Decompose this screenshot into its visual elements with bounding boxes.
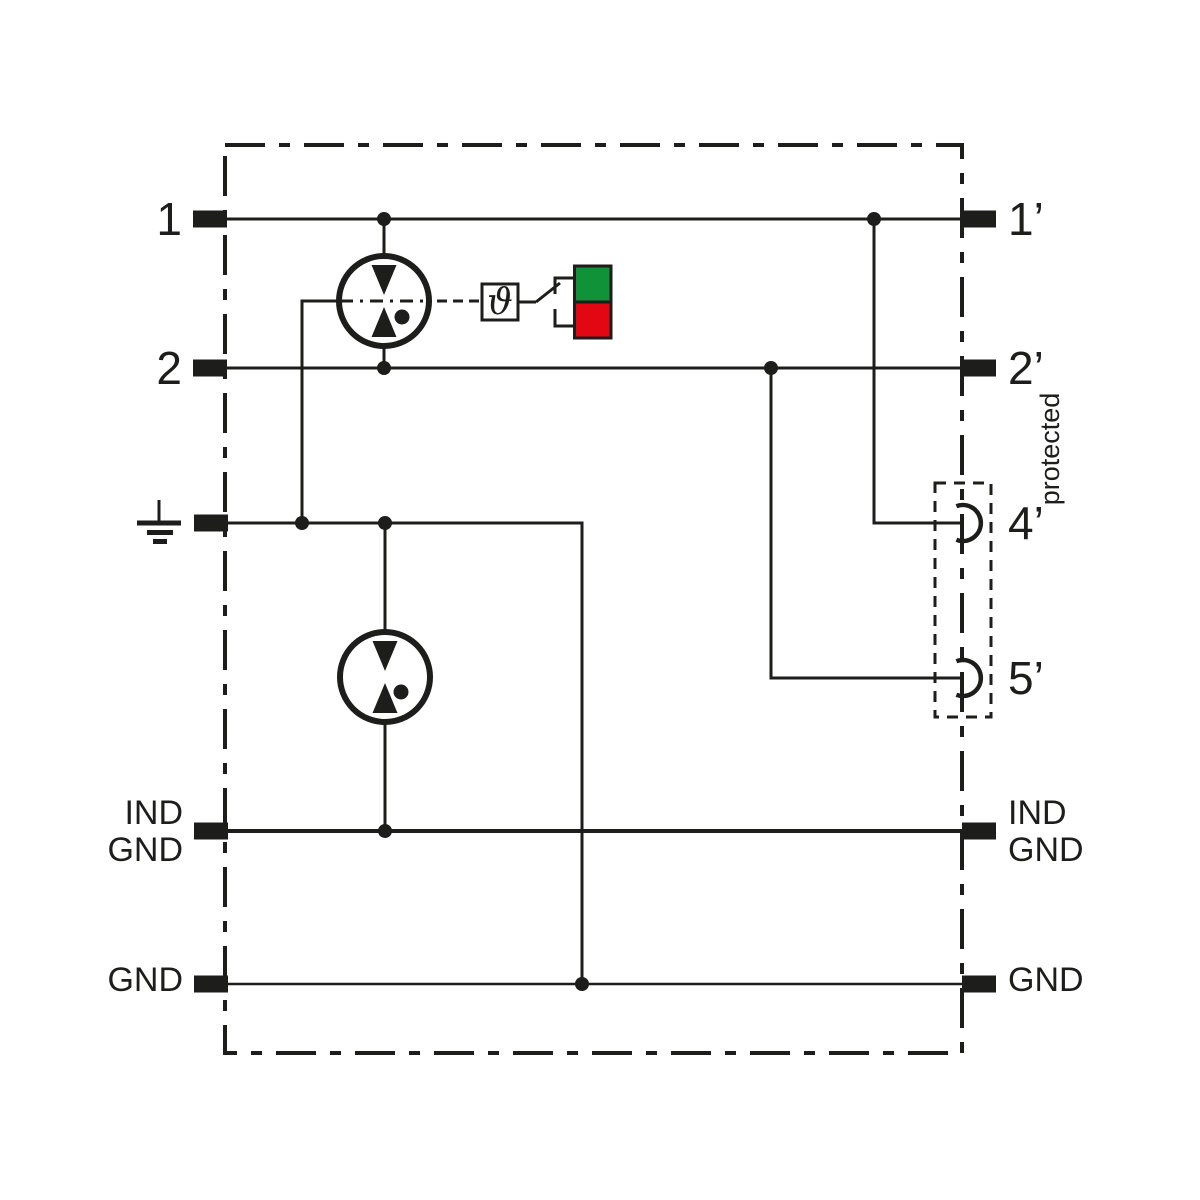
terminal-gnd-left xyxy=(194,975,228,993)
theta-symbol: ϑ xyxy=(487,282,513,323)
switch-contact-top xyxy=(553,276,575,294)
terminal-4-prime-label: 4’ xyxy=(1008,497,1044,549)
arrow-up-icon xyxy=(372,683,398,713)
terminal-5-prime-label: 5’ xyxy=(1008,652,1044,704)
gas-discharge-tube-bottom-icon xyxy=(337,523,433,831)
terminal-ind-gnd-left-label: GND xyxy=(107,831,183,869)
arrow-up-icon xyxy=(371,307,397,337)
protected-zone-box xyxy=(933,481,993,719)
terminal-ind-right-label: IND xyxy=(1008,794,1067,832)
terminal-ind-gnd-right-label: GND xyxy=(1008,831,1084,869)
wire-line1-to-socket4 xyxy=(872,219,961,525)
disconnect-switch-icon xyxy=(518,276,575,328)
gdt-circle xyxy=(337,629,433,725)
terminal-gnd-left-label: GND xyxy=(107,961,183,999)
terminal-ind-gnd-right xyxy=(962,822,996,840)
wire-line2-to-socket5 xyxy=(769,368,961,680)
wire-ground-line xyxy=(227,521,584,984)
terminal-1 xyxy=(193,210,227,228)
junction-dot xyxy=(764,361,778,375)
status-indicator-icon xyxy=(573,264,613,340)
terminal-gnd-right-label: GND xyxy=(1008,961,1084,999)
terminal-1-prime-label: 1’ xyxy=(1008,193,1044,245)
terminal-1-prime xyxy=(962,210,996,228)
terminal-ind-left-label: IND xyxy=(124,794,183,832)
terminal-2-prime-label: 2’ xyxy=(1008,342,1044,394)
gdt-circle xyxy=(336,253,432,349)
status-indicator-green xyxy=(573,264,613,304)
gdt-dot xyxy=(394,309,410,325)
device-outline xyxy=(223,143,964,1055)
theta-box xyxy=(480,282,520,322)
terminal-2-prime xyxy=(962,359,996,377)
socket-contact-5-icon xyxy=(955,657,984,699)
terminal-ind-gnd-left xyxy=(194,822,228,840)
terminal-gnd-right xyxy=(962,975,996,993)
arrow-down-icon xyxy=(372,641,398,671)
gdt-dot xyxy=(393,684,409,700)
terminal-1-label: 1 xyxy=(156,193,182,245)
socket-contact-4-icon xyxy=(955,502,984,544)
wire-gdt-top-to-ground xyxy=(300,299,339,523)
switch-contact-bottom xyxy=(553,309,575,328)
earth-ground-icon xyxy=(137,500,181,544)
protected-label: protected xyxy=(1035,393,1065,506)
thermal-disconnect-icon: ϑ xyxy=(480,282,520,323)
status-indicator-red xyxy=(573,300,613,340)
terminal-2 xyxy=(193,359,227,377)
terminal-2-label: 2 xyxy=(156,342,182,394)
junction-dot xyxy=(295,516,309,530)
arrow-down-icon xyxy=(371,265,397,295)
junction-dot xyxy=(575,977,589,991)
junction-dot xyxy=(867,212,881,226)
gas-discharge-tube-top-icon xyxy=(336,219,432,368)
terminal-ground xyxy=(194,514,228,532)
